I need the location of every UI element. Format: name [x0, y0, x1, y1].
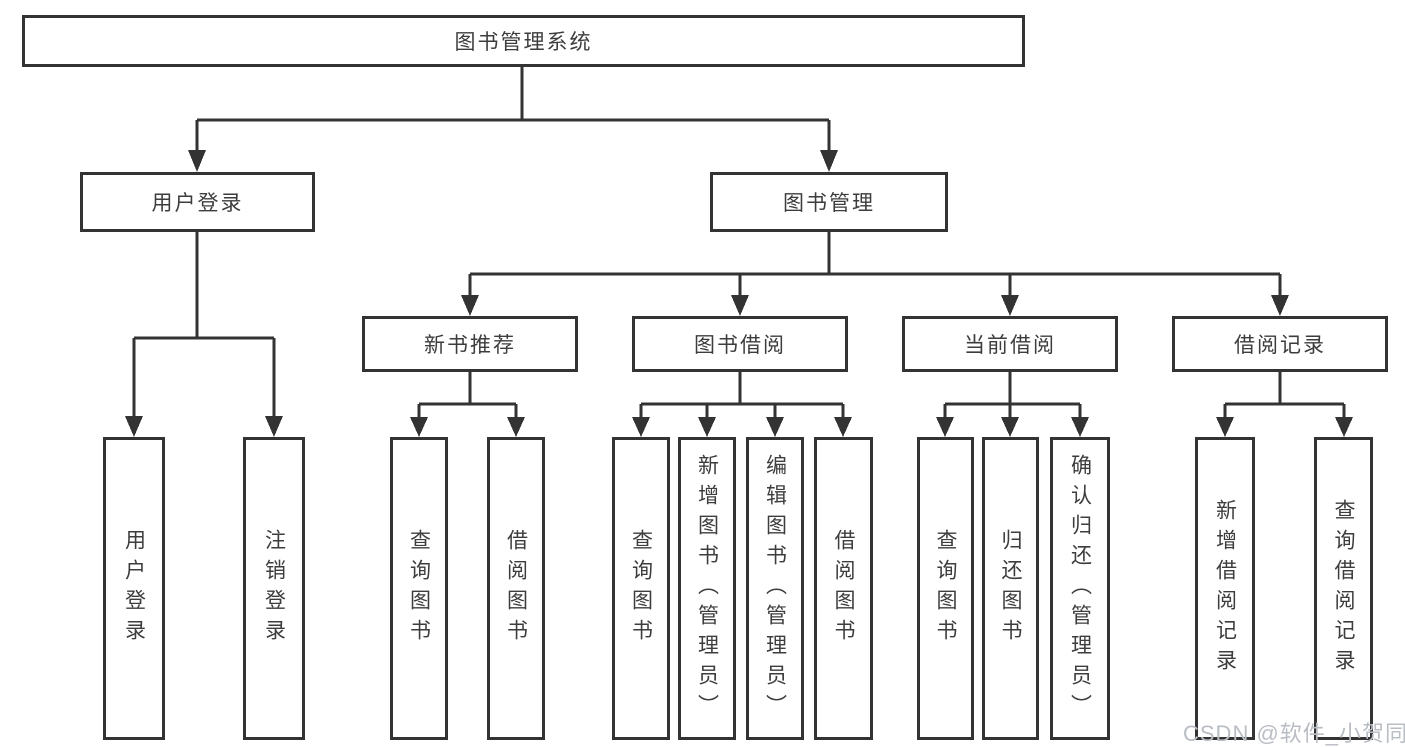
connector-book-borrow-to-leaves	[632, 372, 852, 437]
connector-root-to-level2	[188, 67, 838, 172]
arrowhead	[265, 416, 283, 437]
connector-user-login-to-leaves	[125, 232, 283, 437]
connector-new-book-recommend-to-leaves	[410, 372, 525, 437]
node-borrow-records: 借阅记录	[1172, 316, 1388, 372]
arrowhead	[1271, 295, 1289, 316]
arrowhead	[632, 417, 650, 437]
leaf-borrow-books-recommend: 借阅图书	[487, 437, 545, 740]
arrowhead	[766, 417, 784, 437]
node-root: 图书管理系统	[22, 15, 1025, 67]
arrowhead	[1001, 417, 1019, 437]
arrowhead	[125, 416, 143, 437]
arrowhead	[698, 417, 716, 437]
arrowhead	[731, 295, 749, 316]
leaf-add-borrow-record: 新增借阅记录	[1195, 437, 1255, 740]
node-book-borrow: 图书借阅	[632, 316, 848, 372]
arrowhead	[1001, 295, 1019, 316]
leaf-query-books-recommend: 查询图书	[390, 437, 448, 740]
node-current-borrow: 当前借阅	[902, 316, 1118, 372]
arrowhead	[461, 295, 479, 316]
leaf-user-login: 用户登录	[103, 437, 165, 740]
arrowhead	[820, 150, 838, 172]
leaf-query-books-current: 查询图书	[917, 437, 974, 740]
leaf-query-borrow-record: 查询借阅记录	[1314, 437, 1373, 740]
arrowhead	[410, 417, 428, 437]
arrowhead	[507, 417, 525, 437]
leaf-return-books: 归还图书	[982, 437, 1039, 740]
node-user-login: 用户登录	[80, 172, 315, 232]
arrowhead	[936, 417, 954, 437]
leaf-logout: 注销登录	[243, 437, 305, 740]
arrowhead	[1335, 417, 1353, 437]
leaf-confirm-return-admin: 确认归还（管理员）	[1050, 437, 1110, 740]
arrowhead	[188, 150, 206, 172]
connector-borrow-records-to-leaves	[1216, 372, 1353, 437]
leaf-edit-books-admin: 编辑图书（管理员）	[746, 437, 804, 740]
arrowhead	[834, 417, 852, 437]
connector-book-management-to-level3	[461, 232, 1289, 316]
node-new-book-recommend: 新书推荐	[362, 316, 578, 372]
leaf-add-books-admin: 新增图书（管理员）	[678, 437, 736, 740]
arrowhead	[1071, 417, 1089, 437]
connector-current-borrow-to-leaves	[936, 372, 1089, 437]
arrowhead	[1216, 417, 1234, 437]
leaf-query-books-borrow: 查询图书	[612, 437, 670, 740]
node-book-management: 图书管理	[710, 172, 948, 232]
leaf-borrow-books: 借阅图书	[814, 437, 873, 740]
